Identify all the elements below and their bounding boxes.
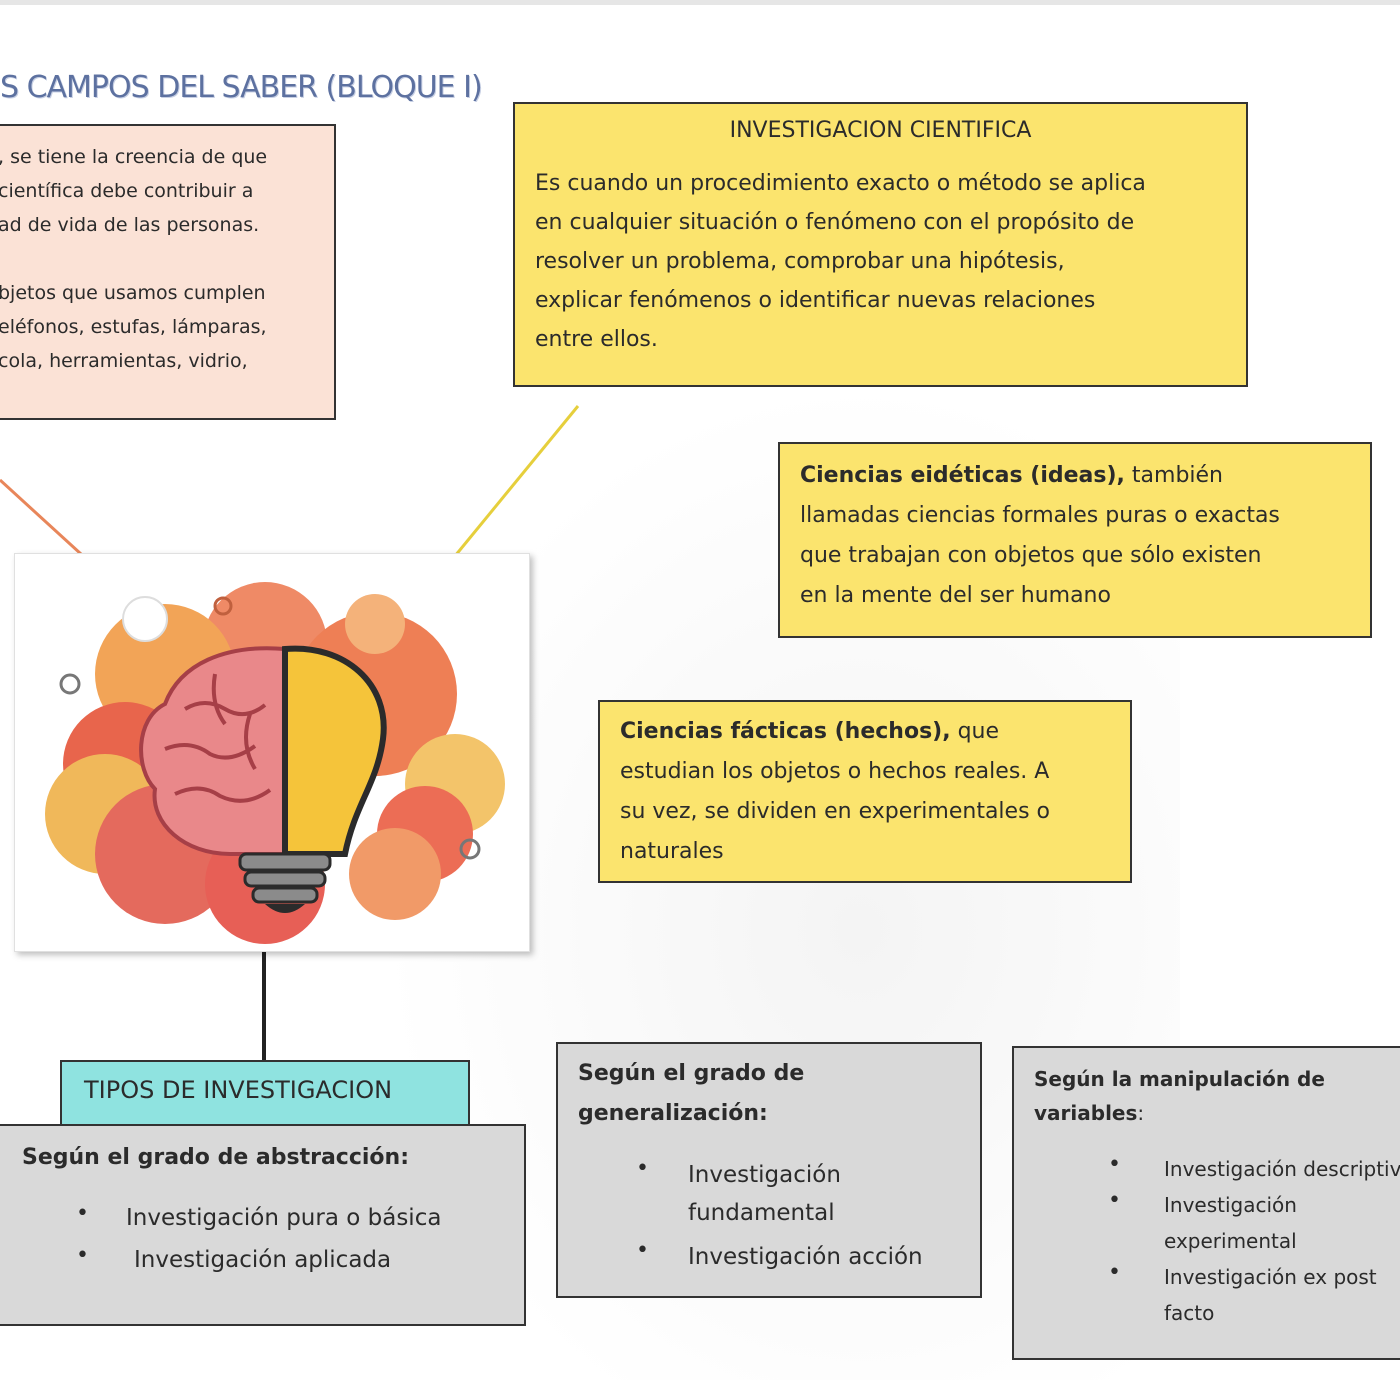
list-item: • Investigación acción [578, 1238, 980, 1278]
investigacion-line: en cualquier situación o fenómeno con el… [535, 210, 1135, 235]
list-item: • Investigación pura o básica [22, 1201, 524, 1243]
manipulacion-list: • Investigación descriptiva • Investigac… [1034, 1152, 1400, 1332]
generalizacion-item: fundamental [688, 1200, 835, 1226]
investigacion-line: explicar fenómenos o identificar nuevas … [535, 288, 1096, 313]
manipulacion-heading-suffix: : [1137, 1101, 1145, 1125]
top-border [0, 0, 1400, 5]
bullet-icon: • [1108, 1188, 1121, 1213]
abstraccion-box: Según el grado de abstracción: • Investi… [0, 1124, 526, 1326]
facticas-bold: Ciencias fácticas (hechos), [620, 719, 951, 744]
manipulacion-box: Según la manipulación de variables: • In… [1012, 1046, 1400, 1360]
bullet-icon: • [636, 1238, 649, 1263]
manipulacion-item: Investigación descriptiva [1164, 1157, 1400, 1181]
list-item: • Investigación experimental [1034, 1188, 1400, 1260]
manipulacion-heading-bold: variables [1034, 1101, 1138, 1125]
bullet-icon: • [636, 1156, 649, 1181]
generalizacion-heading: Según el grado de [578, 1061, 805, 1086]
eideticas-first-line: Ciencias eidéticas (ideas), también [800, 456, 1350, 496]
generalizacion-heading: generalización: [578, 1101, 768, 1126]
investigacion-line: Es cuando un procedimiento exacto o méto… [535, 171, 1146, 196]
eideticas-rest: también [1124, 463, 1223, 488]
left-note-box: , se tiene la creencia de que científica… [0, 124, 336, 420]
manipulacion-item: Investigación [1164, 1193, 1297, 1217]
manipulacion-heading: Según la manipulación de [1034, 1067, 1325, 1091]
tipos-investigacion-label: TIPOS DE INVESTIGACION [60, 1060, 470, 1130]
left-note-line: , se tiene la creencia de que [0, 146, 268, 168]
left-note-line: cola, herramientas, vidrio, [0, 350, 248, 372]
abstraccion-item: Investigación pura o básica [126, 1205, 442, 1231]
facticas-line: su vez, se dividen en experimentales o [620, 799, 1050, 824]
manipulacion-item: experimental [1164, 1229, 1297, 1253]
left-note-line: eléfonos, estufas, lámparas, [0, 316, 267, 338]
abstraccion-item: Investigación aplicada [134, 1247, 392, 1273]
bullet-icon: • [1108, 1152, 1121, 1177]
left-note-line: bjetos que usamos cumplen [0, 282, 266, 304]
list-item: • Investigación aplicada [22, 1243, 524, 1285]
ciencias-facticas-box: Ciencias fácticas (hechos), que estudian… [598, 700, 1132, 883]
manipulacion-item: Investigación ex post [1164, 1265, 1377, 1289]
generalizacion-item: Investigación [688, 1162, 841, 1188]
manipulacion-heading-line: variables: [1034, 1096, 1400, 1130]
illustration-frame [14, 553, 530, 952]
eideticas-line: en la mente del ser humano [800, 583, 1111, 608]
abstraccion-heading: Según el grado de abstracción: [22, 1145, 410, 1170]
left-note-line [0, 242, 334, 276]
left-note-line: ad de vida de las personas. [0, 214, 260, 236]
investigacion-heading: INVESTIGACION CIENTIFICA [729, 118, 1032, 143]
list-item: • Investigación ex post facto [1034, 1260, 1400, 1332]
facticas-line: estudian los objetos o hechos reales. A [620, 759, 1050, 784]
bullet-icon: • [76, 1201, 89, 1226]
generalizacion-list: • Investigación fundamental • Investigac… [578, 1156, 980, 1278]
generalizacion-box: Según el grado de generalización: • Inve… [556, 1042, 982, 1298]
investigacion-line: resolver un problema, comprobar una hipó… [535, 249, 1065, 274]
eideticas-line: llamadas ciencias formales puras o exact… [800, 503, 1280, 528]
abstraccion-list: • Investigación pura o básica • Investig… [22, 1201, 524, 1285]
page-title: S CAMPOS DEL SABER (BLOQUE I) [0, 70, 483, 105]
list-item: • Investigación fundamental [578, 1156, 980, 1238]
facticas-rest: que [950, 719, 1000, 744]
facticas-first-line: Ciencias fácticas (hechos), que [620, 712, 1110, 752]
eideticas-line: que trabajan con objetos que sólo existe… [800, 543, 1262, 568]
generalizacion-item: Investigación acción [688, 1244, 923, 1270]
manipulacion-item: facto [1164, 1301, 1215, 1325]
bullet-icon: • [1108, 1260, 1121, 1285]
eideticas-bold: Ciencias eidéticas (ideas), [800, 463, 1125, 488]
bullet-icon: • [76, 1243, 89, 1268]
list-item: • Investigación descriptiva [1034, 1152, 1400, 1188]
left-note-line: científica debe contribuir a [0, 180, 254, 202]
ciencias-eideticas-box: Ciencias eidéticas (ideas), también llam… [778, 442, 1372, 638]
facticas-line: naturales [620, 839, 724, 864]
investigacion-cientifica-box: INVESTIGACION CIENTIFICA Es cuando un pr… [513, 102, 1248, 387]
investigacion-line: entre ellos. [535, 327, 658, 352]
lightbulb-brain-icon [45, 582, 505, 944]
